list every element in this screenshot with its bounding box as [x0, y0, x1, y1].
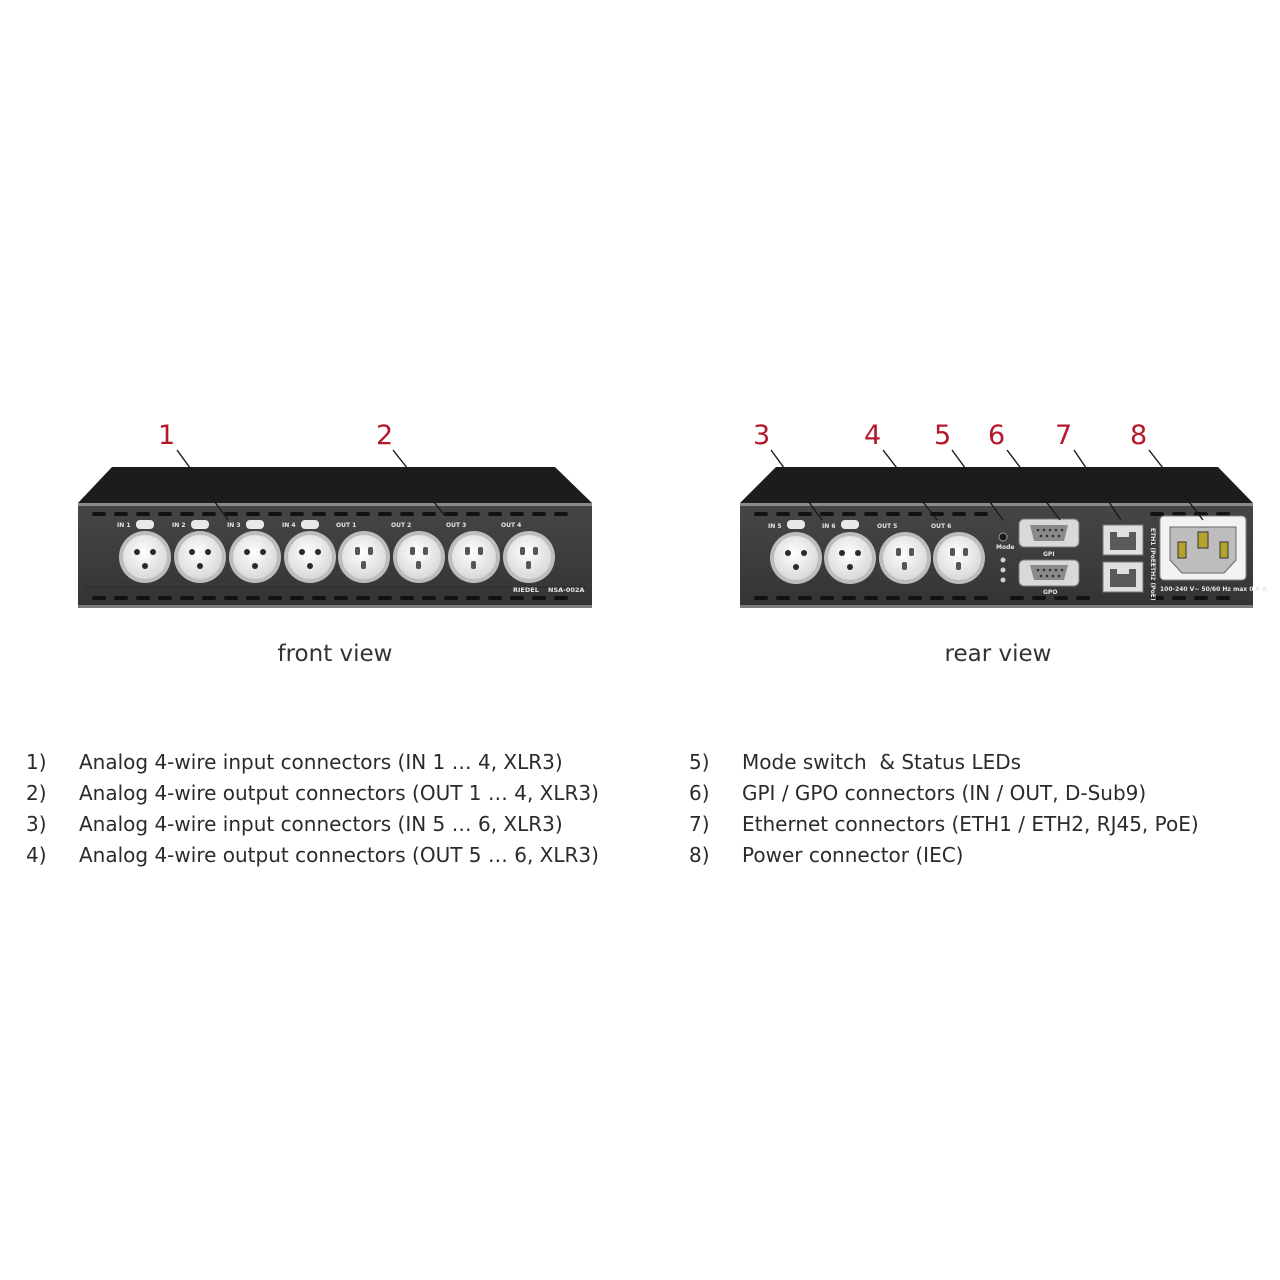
power-rating-label: 100-240 V~ 50/60 Hz max 0.6 A — [1160, 586, 1267, 593]
model-label: NSA-002A — [548, 586, 584, 594]
legend-item: 6) GPI / GPO connectors (IN / OUT, D-Sub9… — [689, 778, 1199, 809]
xlr-in2-connector[interactable] — [174, 531, 226, 583]
rear-callouts — [770, 449, 1204, 521]
legend-item: 7) Ethernet connectors (ETH1 / ETH2, RJ45… — [689, 809, 1199, 840]
rear-vent-bottom — [754, 596, 1230, 600]
gpo-connector[interactable] — [1018, 559, 1080, 587]
xlr-out4-connector[interactable] — [503, 531, 555, 583]
callout-6: 6 — [988, 420, 1005, 451]
status-led-3 — [1000, 577, 1006, 583]
front-vent-top — [92, 512, 568, 516]
front-device-top — [78, 467, 592, 503]
front-label-out1: OUT 1 — [336, 522, 356, 529]
rear-label-out5: OUT 5 — [877, 523, 897, 530]
front-callouts — [176, 449, 446, 521]
front-label-out4: OUT 4 — [501, 522, 521, 529]
callout-5: 5 — [934, 420, 951, 451]
xlr-in4-connector[interactable] — [284, 531, 336, 583]
front-view-caption: front view — [278, 641, 393, 667]
xlr-in3-connector[interactable] — [229, 531, 281, 583]
callout-7: 7 — [1055, 420, 1072, 451]
brand-logo: RIEDEL — [513, 586, 539, 594]
front-label-in2: IN 2 — [172, 522, 186, 529]
eth2-connector[interactable] — [1102, 561, 1144, 593]
legend-num: 5) — [689, 750, 710, 774]
front-vent-bottom — [92, 596, 568, 600]
legend-item: 1) Analog 4-wire input connectors (IN 1 …… — [26, 747, 599, 778]
legend-left: 1) Analog 4-wire input connectors (IN 1 …… — [26, 747, 599, 871]
mode-label: Mode — [996, 544, 1014, 551]
xlr-out3-connector[interactable] — [448, 531, 500, 583]
rear-label-in6: IN 6 — [822, 523, 836, 530]
xlr-in5-connector[interactable] — [770, 532, 822, 584]
callout-3: 3 — [753, 420, 770, 451]
legend-text: Ethernet connectors (ETH1 / ETH2, RJ45, … — [742, 812, 1199, 836]
legend-num: 3) — [26, 812, 47, 836]
legend-item: 3) Analog 4-wire input connectors (IN 5 …… — [26, 809, 599, 840]
legend-num: 4) — [26, 843, 47, 867]
legend-item: 4) Analog 4-wire output connectors (OUT 5… — [26, 840, 599, 871]
gpi-label: GPI — [1043, 551, 1055, 558]
front-device: IN 1 IN 2 IN 3 IN 4 OUT 1 OUT 2 OUT 3 OU… — [78, 467, 592, 608]
legend-num: 8) — [689, 843, 710, 867]
legend-text: GPI / GPO connectors (IN / OUT, D-Sub9) — [742, 781, 1147, 805]
callout-1: 1 — [158, 420, 175, 451]
legend-num: 1) — [26, 750, 47, 774]
front-label-in4: IN 4 — [282, 522, 296, 529]
rear-device-top — [740, 467, 1253, 503]
front-label-out2: OUT 2 — [391, 522, 411, 529]
rear-label-in5: IN 5 — [768, 523, 782, 530]
legend-text: Analog 4-wire output connectors (OUT 5 …… — [79, 843, 599, 867]
xlr-out2-connector[interactable] — [393, 531, 445, 583]
legend-item: 5) Mode switch & Status LEDs — [689, 747, 1199, 778]
eth1-label: ETH1 (PoE) — [1149, 528, 1156, 566]
gpi-connector[interactable] — [1018, 518, 1080, 548]
xlr-in1-connector[interactable] — [119, 531, 171, 583]
xlr-out5-connector[interactable] — [879, 532, 931, 584]
legend-num: 7) — [689, 812, 710, 836]
xlr-out6-connector[interactable] — [933, 532, 985, 584]
legend-item: 2) Analog 4-wire output connectors (OUT 1… — [26, 778, 599, 809]
legend-text: Analog 4-wire input connectors (IN 5 … 6… — [79, 812, 563, 836]
legend-num: 2) — [26, 781, 47, 805]
callout-4: 4 — [864, 420, 881, 451]
mode-switch[interactable] — [998, 532, 1008, 542]
legend-text: Analog 4-wire input connectors (IN 1 … 4… — [79, 750, 563, 774]
callout-8: 8 — [1130, 420, 1147, 451]
legend-text: Mode switch & Status LEDs — [742, 750, 1022, 774]
callout-2: 2 — [376, 420, 393, 451]
legend-right: 5) Mode switch & Status LEDs 6) GPI / GPO … — [689, 747, 1199, 871]
xlr-out1-connector[interactable] — [338, 531, 390, 583]
iec-power-connector[interactable] — [1159, 515, 1247, 581]
front-label-in1: IN 1 — [117, 522, 131, 529]
status-led-1 — [1000, 557, 1006, 563]
rear-view-caption: rear view — [945, 641, 1052, 667]
rear-device: IN 5 IN 6 OUT 5 OUT 6 Mode — [740, 467, 1267, 608]
xlr-in6-connector[interactable] — [824, 532, 876, 584]
legend-num: 6) — [689, 781, 710, 805]
front-label-out3: OUT 3 — [446, 522, 466, 529]
eth1-connector[interactable] — [1102, 524, 1144, 556]
front-label-in3: IN 3 — [227, 522, 241, 529]
legend-item: 8) Power connector (IEC) — [689, 840, 1199, 871]
status-led-2 — [1000, 567, 1006, 573]
legend-text: Analog 4-wire output connectors (OUT 1 …… — [79, 781, 599, 805]
gpo-label: GPO — [1043, 589, 1057, 596]
rear-label-out6: OUT 6 — [931, 523, 951, 530]
legend-text: Power connector (IEC) — [742, 843, 964, 867]
eth2-label: ETH2 (PoE) — [1149, 563, 1156, 601]
